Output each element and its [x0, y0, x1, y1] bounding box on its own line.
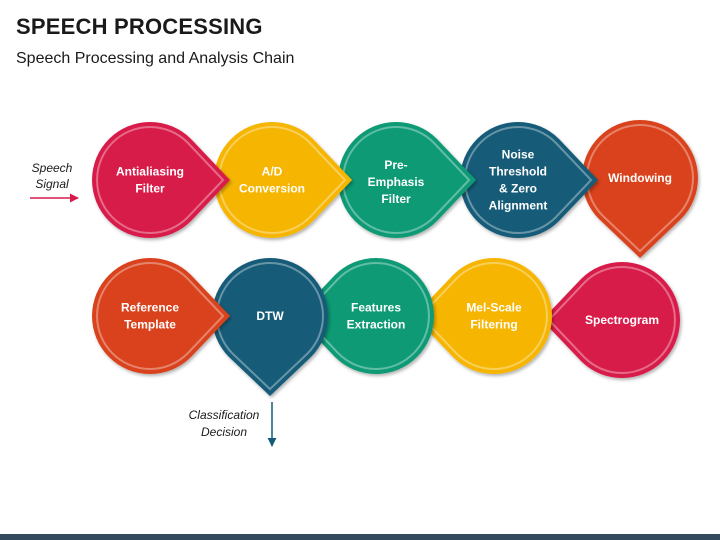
node-r2-5-label-line-1: Spectrogram [585, 313, 659, 327]
classification-decision-output: Classification Decision [189, 402, 277, 447]
node-r2-2: DTW [212, 258, 328, 396]
node-r2-1-label-line-1: Reference [121, 301, 179, 315]
node-r2-1-inner-ring [96, 262, 225, 370]
node-r2-4-label-line-2: Filtering [470, 318, 517, 332]
output-label-line-2: Decision [201, 425, 247, 439]
node-r1-2-label-line-2: Conversion [239, 182, 305, 196]
node-r2-4-label-line-1: Mel-Scale [466, 301, 522, 315]
node-r1-1-label-line-1: Antialiasing [116, 165, 184, 179]
node-r1-5-inner-ring [586, 124, 694, 253]
node-r1-1-label-line-2: Filter [135, 182, 165, 196]
node-r2-4-inner-ring [419, 262, 548, 370]
node-r1-4-label-line-3: & Zero [499, 182, 537, 196]
node-r2-3-label-line-2: Extraction [347, 318, 406, 332]
node-r1-4-label-line-4: Alignment [489, 199, 548, 213]
node-r1-4-shape [460, 122, 598, 238]
node-r1-3-label-line-3: Filter [381, 192, 411, 206]
node-r2-3-inner-ring [301, 262, 430, 370]
node-r1-4-label-line-1: Noise [502, 148, 535, 162]
node-r1-3-label-line-2: Emphasis [368, 175, 425, 189]
node-r1-2-shape [214, 122, 352, 238]
node-r2-4-shape [414, 258, 552, 374]
node-r1-2-label-line-1: A/D [262, 165, 283, 179]
node-r1-5: Windowing [582, 120, 698, 259]
node-r2-2-shape [212, 258, 328, 396]
node-r2-1-label-line-2: Template [124, 318, 176, 332]
output-label-line-1: Classification [189, 408, 260, 422]
node-r1-3-shape [338, 122, 476, 238]
node-r2-3-label-line-1: Features [351, 301, 401, 315]
footer-bar [0, 534, 720, 540]
page-title: SPEECH PROCESSING [16, 14, 263, 39]
speech-signal-input: Speech Signal [30, 161, 79, 203]
page-subtitle: Speech Processing and Analysis Chain [16, 50, 295, 67]
node-r2-2-inner-ring [216, 262, 324, 391]
node-r2-3-shape [296, 258, 434, 374]
node-r1-1-inner-ring [96, 126, 225, 234]
node-r1-4-label-line-2: Threshold [489, 165, 547, 179]
input-label-line-2: Signal [35, 177, 69, 191]
node-r1-2: A/D Conversion [214, 122, 352, 238]
node-r2-5: Spectrogram [542, 262, 680, 378]
node-r1-5-shape [582, 120, 698, 259]
node-r2-1-shape [92, 258, 231, 374]
node-r2-2-label-line-1: DTW [256, 309, 284, 323]
input-label-line-1: Speech [32, 161, 73, 175]
node-r1-3-label-line-1: Pre- [384, 158, 407, 172]
node-r2-5-shape [542, 262, 680, 378]
node-r1-1-shape [92, 122, 231, 238]
node-r1-5-label-line-1: Windowing [608, 171, 672, 185]
node-r2-5-inner-ring [547, 266, 676, 374]
